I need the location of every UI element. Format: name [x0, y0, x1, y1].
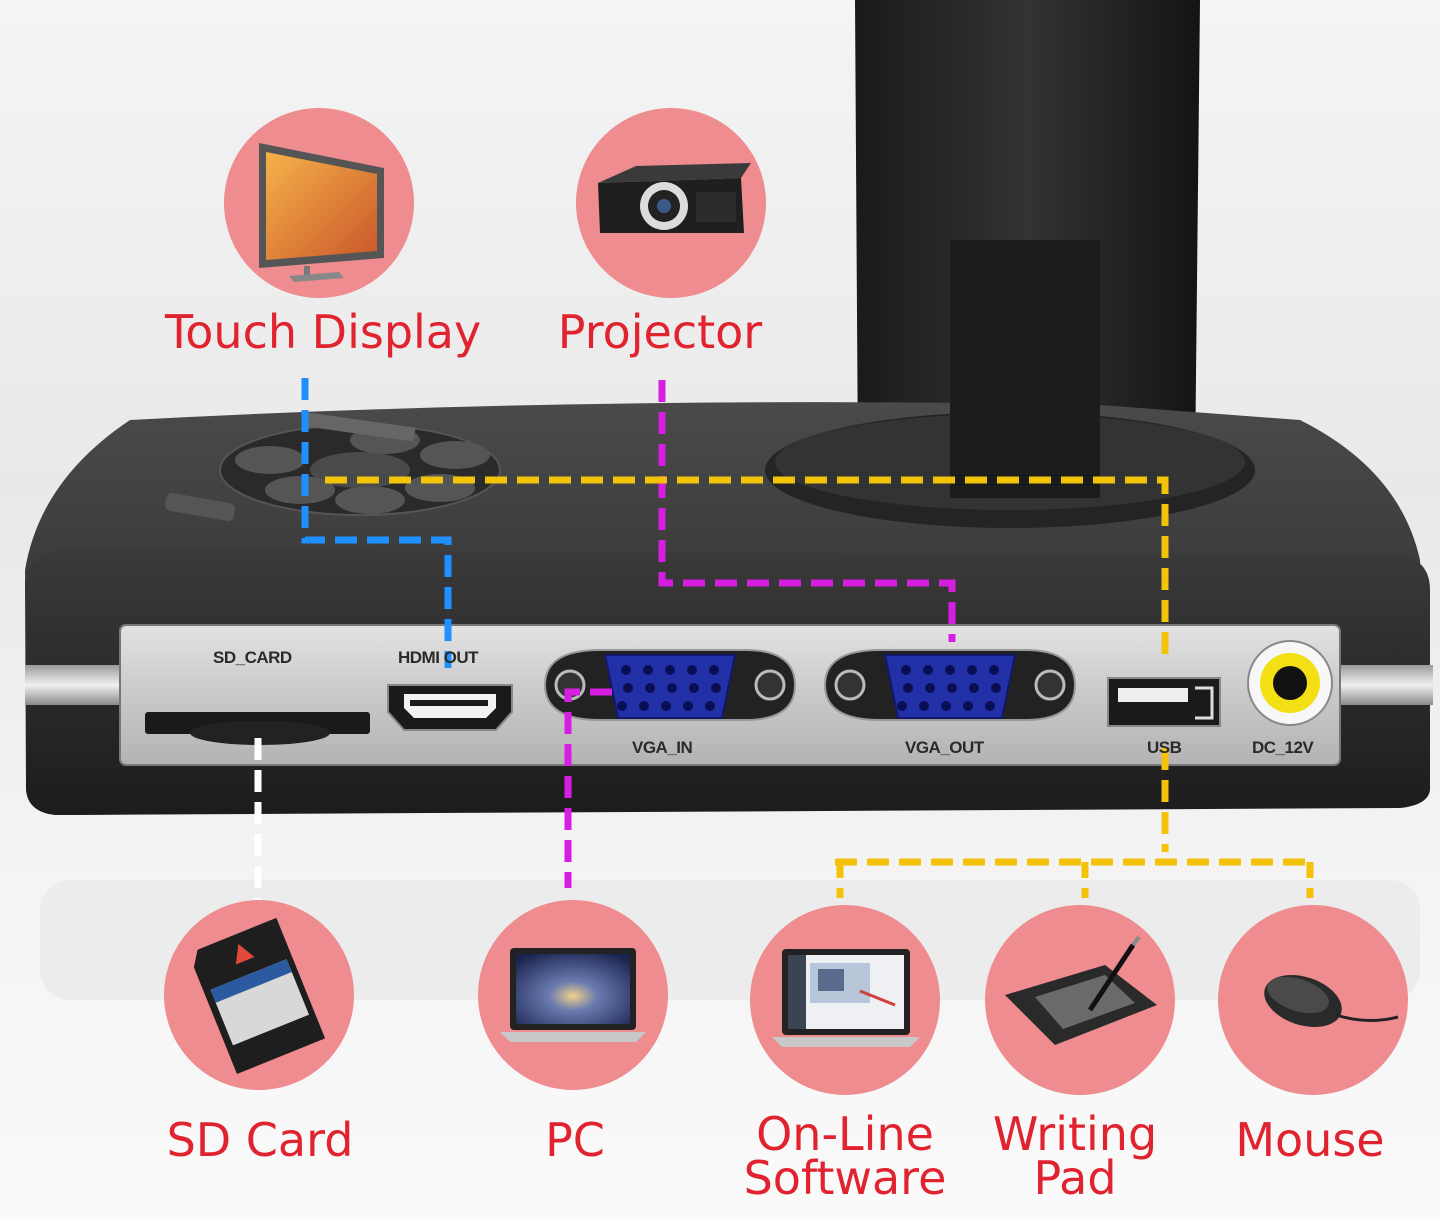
- monitor-icon: [259, 143, 384, 282]
- touch-display-label: Touch Display: [165, 305, 482, 359]
- pc-circle: [478, 900, 668, 1090]
- sd-card-label: SD Card: [166, 1113, 354, 1167]
- hdmi-connection-line: [301, 378, 452, 668]
- online-software-circle: [750, 905, 940, 1095]
- vga-pin: [643, 665, 653, 675]
- vga-pin: [667, 683, 677, 693]
- vga-pin: [923, 665, 933, 675]
- sd-card-icon: [193, 917, 326, 1074]
- vga-pin: [947, 683, 957, 693]
- projector-circle: [576, 108, 766, 298]
- vga-pin: [639, 701, 649, 711]
- vga-pin: [623, 683, 633, 693]
- writing-pad-circle: [985, 905, 1175, 1095]
- pc-label: PC: [545, 1113, 605, 1167]
- sd-card-slot: [145, 712, 370, 745]
- control-keypad: [164, 412, 501, 521]
- writing-pad-label-line1: Writing: [992, 1107, 1158, 1161]
- vga-pin: [661, 701, 671, 711]
- vga-in-connection-line: [564, 688, 612, 888]
- touch-display-circle: [224, 108, 414, 298]
- usb-port: [1107, 677, 1221, 727]
- vga-pin: [705, 701, 715, 711]
- online-software-label-line2: Software: [743, 1151, 947, 1205]
- laptop-icon: [500, 948, 646, 1042]
- sd-card-circle: [164, 900, 354, 1090]
- vga-in-port-label: VGA_IN: [632, 738, 693, 757]
- vga-pin: [665, 665, 675, 675]
- software-laptop-icon: [772, 949, 920, 1047]
- vga-pin: [645, 683, 655, 693]
- vga-pin: [941, 701, 951, 711]
- vga-pin: [969, 683, 979, 693]
- vga-pin: [991, 683, 1001, 693]
- hdmi-port: [387, 684, 513, 731]
- usb-port-label: USB: [1147, 738, 1182, 757]
- vga-pin: [687, 665, 697, 675]
- vga-pin: [897, 701, 907, 711]
- vga-pin: [925, 683, 935, 693]
- connection-lines: [254, 378, 1315, 900]
- dc-12v-port: [1247, 640, 1333, 726]
- projector-label: Projector: [557, 305, 763, 359]
- online-software-label: On-Line Software: [740, 1107, 950, 1205]
- writing-pad-label: Writing Pad: [985, 1107, 1165, 1205]
- vga-pin: [901, 665, 911, 675]
- vga-pins: [617, 665, 1001, 711]
- vga-out-port-label: VGA_OUT: [905, 738, 984, 757]
- writing-pad-label-line2: Pad: [1033, 1151, 1117, 1205]
- vga-pin: [689, 683, 699, 693]
- mouse-icon: [1264, 975, 1399, 1027]
- mouse-circle: [1218, 905, 1408, 1095]
- vga-pin: [963, 701, 973, 711]
- vga-pin: [945, 665, 955, 675]
- vga-pin: [617, 701, 627, 711]
- vga-pin: [683, 701, 693, 711]
- dc-12v-port-label: DC_12V: [1252, 738, 1314, 757]
- sd-card-port-label: SD_CARD: [213, 648, 292, 667]
- vga-pin: [621, 665, 631, 675]
- vga-pin: [711, 683, 721, 693]
- vga-pin: [989, 665, 999, 675]
- writing-pad-icon: [1005, 935, 1157, 1045]
- vga-pin: [967, 665, 977, 675]
- vga-pin: [903, 683, 913, 693]
- vga-pin: [709, 665, 719, 675]
- hdmi-out-port-label: HDMI OUT: [398, 648, 479, 667]
- usb-top-connection-line: [325, 476, 1169, 660]
- vga-pin: [919, 701, 929, 711]
- online-software-label-line1: On-Line: [756, 1107, 934, 1161]
- vga-pin: [985, 701, 995, 711]
- projector-icon: [598, 163, 751, 233]
- mouse-label: Mouse: [1235, 1113, 1385, 1167]
